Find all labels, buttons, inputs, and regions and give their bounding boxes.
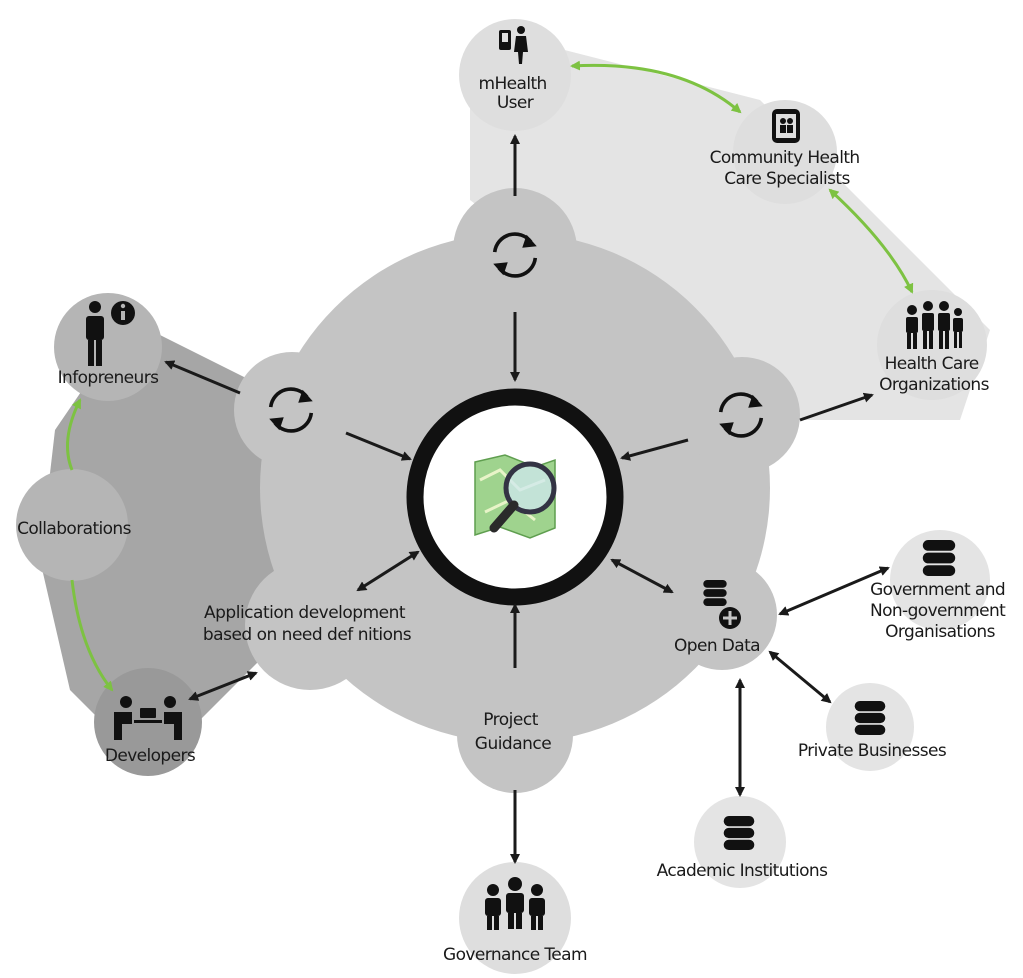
collaborations-node[interactable] bbox=[16, 469, 128, 581]
gov-orgs-label: Government and Non-government Organisati… bbox=[870, 580, 1010, 642]
mhealth-user-label: mHealth User bbox=[479, 74, 552, 113]
infopreneurs-node[interactable] bbox=[54, 293, 162, 401]
infopreneurs-label: Infopreneurs bbox=[58, 368, 159, 388]
developers-label: Developers bbox=[105, 746, 196, 766]
database-icon bbox=[922, 540, 956, 576]
green-links bbox=[66, 60, 914, 692]
database-icon bbox=[854, 701, 886, 735]
project-guidance-label: Project Guidance bbox=[475, 710, 552, 754]
app-dev-label: Application development based on need de… bbox=[203, 603, 412, 645]
health-care-orgs-label: Health Care Organizations bbox=[879, 354, 989, 395]
database-plus-icon bbox=[703, 580, 741, 629]
tablet-people-icon bbox=[772, 109, 800, 143]
team-icon bbox=[485, 877, 545, 930]
academic-label: Academic Institutions bbox=[657, 861, 828, 881]
main-platform-area bbox=[234, 188, 800, 793]
community-specialists-label: Community Health Care Specialists bbox=[710, 148, 865, 189]
phone-person-icon bbox=[499, 26, 528, 64]
private-businesses-label: Private Businesses bbox=[798, 741, 947, 761]
developer-network-panel bbox=[40, 320, 290, 760]
mhealth-user-node[interactable] bbox=[459, 19, 571, 131]
gov-orgs-node[interactable] bbox=[890, 530, 990, 630]
database-icon bbox=[723, 816, 755, 850]
group-doctors-icon bbox=[906, 301, 963, 349]
open-data-label: Open Data bbox=[674, 636, 760, 656]
map-magnifier-icon bbox=[474, 454, 557, 539]
collaborations-label: Collaborations bbox=[17, 519, 131, 539]
person-info-icon bbox=[86, 301, 135, 366]
health-network-panel bbox=[470, 45, 990, 420]
arrows bbox=[164, 134, 890, 864]
governance-team-label: Governance Team bbox=[443, 945, 587, 965]
community-specialists-node[interactable] bbox=[733, 100, 837, 204]
developers-desk-icon bbox=[114, 696, 182, 740]
